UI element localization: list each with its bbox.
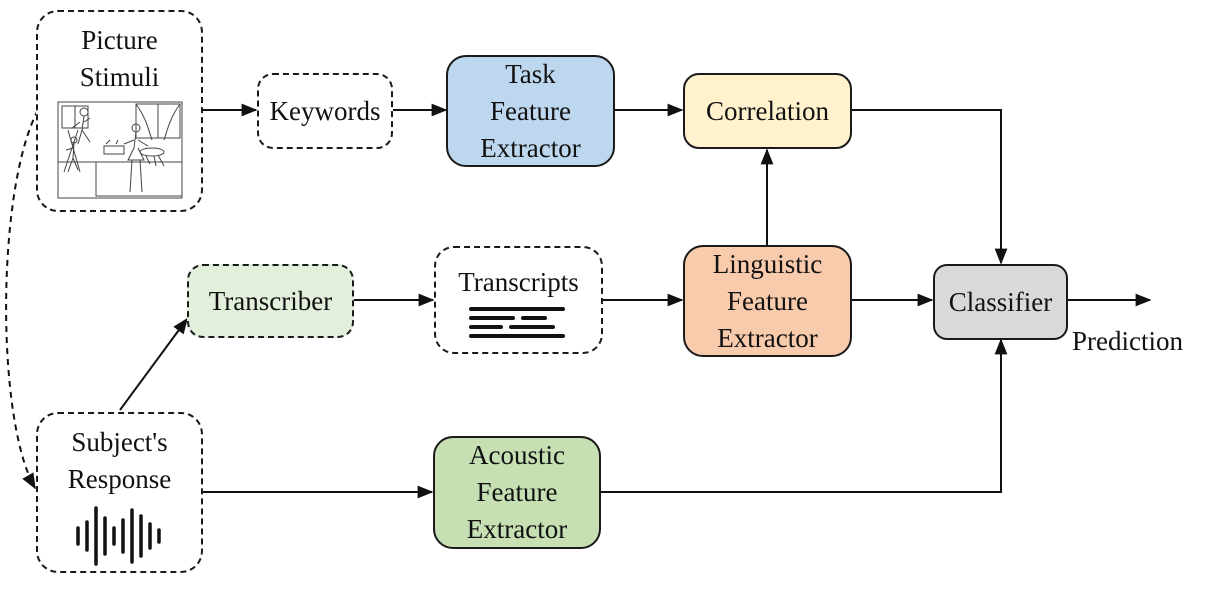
linguistic-extractor-line1: Linguistic (712, 248, 823, 279)
transcriber-label: Transcriber (208, 285, 333, 316)
linguistic-extractor-line3: Extractor (717, 322, 818, 353)
acoustic-extractor-line1: Acoustic (469, 440, 565, 470)
keywords-node: Keywords (257, 73, 393, 149)
cookie-theft-sketch-icon (57, 101, 182, 199)
arrow-response-to-transcriber (119, 317, 188, 411)
acoustic-feature-extractor-node: Acoustic Feature Extractor (433, 436, 601, 549)
classifier-label: Classifier (948, 286, 1053, 317)
acoustic-extractor-line3: Extractor (466, 514, 568, 544)
transcripts-node: Transcripts (434, 246, 603, 354)
linguistic-feature-extractor-node: Linguistic Feature Extractor (683, 245, 852, 357)
picture-stimuli-line2: Stimuli (79, 62, 160, 92)
task-extractor-line2: Feature (490, 95, 571, 126)
task-extractor-line3: Extractor (480, 132, 581, 163)
acoustic-extractor-line2: Feature (476, 477, 558, 507)
task-feature-extractor-node: Task Feature Extractor (446, 55, 615, 167)
task-extractor-line1: Task (505, 58, 556, 89)
picture-stimuli-node: Picture Stimuli (36, 10, 203, 212)
transcripts-label: Transcripts (458, 267, 579, 297)
audio-waveform-icon (75, 506, 161, 566)
classifier-node: Classifier (933, 264, 1068, 340)
subject-response-line1: Subject's (71, 427, 168, 457)
prediction-label: Prediction (1072, 326, 1183, 356)
correlation-label: Correlation (706, 95, 829, 126)
arrow-acoustic-to-classifier (601, 338, 1008, 493)
text-lines-icon (468, 307, 565, 338)
picture-stimuli-line1: Picture (81, 25, 158, 55)
keywords-label: Keywords (269, 95, 381, 126)
linguistic-extractor-line2: Feature (727, 285, 808, 316)
dashed-arrow-picture-to-response (5, 109, 39, 490)
transcriber-node: Transcriber (187, 264, 354, 338)
subject-response-line2: Response (67, 464, 172, 494)
arrow-correlation-to-classifier (852, 109, 1008, 265)
correlation-node: Correlation (683, 73, 852, 149)
subject-response-node: Subject's Response (36, 412, 203, 573)
